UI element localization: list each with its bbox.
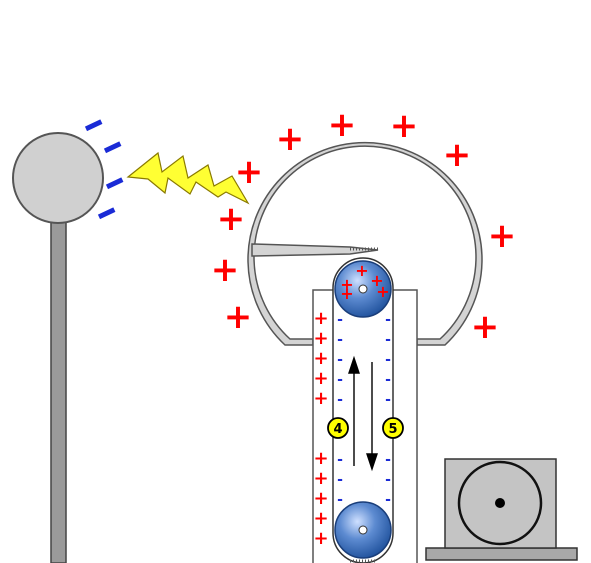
charge-symbols: +++++++++++++++++++++++++---------------… [211,105,517,549]
label-circle [327,417,349,439]
belt-negative-charge: - [385,332,391,348]
dome-positive-charge: + [488,216,517,256]
dome-positive-charge: + [390,106,419,146]
roller-axle [358,525,368,535]
negative-charge [97,207,116,220]
roller-positive-charge: + [340,284,353,303]
label-text: 4 [333,422,342,437]
negative-charge [105,177,124,190]
roller-axle [358,284,368,294]
dome-positive-charge: + [471,307,500,347]
belt-positive-charge: + [313,468,328,489]
belt-positive-charge: + [313,528,328,549]
roller-positive-charge: + [340,275,353,294]
motor-base [425,547,578,561]
belt-positive-charge: + [313,328,328,349]
belt-negative-charge: - [337,332,343,348]
belt-negative-charge: - [385,452,391,468]
roller-label-4: 4 [327,417,349,439]
top-roller [334,260,392,318]
belt-negative-charge: - [337,352,343,368]
belt-negative-charge: - [337,392,343,408]
belt-positive-charge: + [313,508,328,529]
belt-negative-charge: - [337,492,343,508]
roller-label-5: 5 [382,417,404,439]
negative-charge [84,119,103,132]
up-arrow-head [348,355,360,374]
belt-negative-charge: - [337,312,343,328]
sphere-negative-charges [84,119,124,220]
belt [332,257,394,563]
belt-negative-charge: - [337,452,343,468]
dome-positive-charge: + [328,105,357,145]
dome-positive-charge: + [217,199,246,239]
belt-negative-charge: - [385,312,391,328]
belt-negative-charge: - [385,492,391,508]
dome-positive-charge: + [443,135,472,175]
motor-shaft [495,498,505,508]
belt-negative-charge: - [337,472,343,488]
belt-positive-charge: + [313,308,328,329]
motor-icon [425,458,578,561]
label-text: 5 [388,422,397,437]
collector-comb [251,243,379,257]
belt-negative-charge: - [337,372,343,388]
roller-positive-charge: + [376,282,389,301]
discharge-sphere-icon [12,132,104,224]
belt-negative-charge: - [385,392,391,408]
belt-negative-charge: - [385,372,391,388]
belt-direction-arrows [348,355,378,472]
sphere-stand-pole [50,221,67,563]
dome-positive-charge: + [211,250,240,290]
negative-charge [103,141,122,154]
belt-positive-charge: + [313,368,328,389]
lightning-bolt-icon [126,151,250,205]
roller-positive-charge: + [355,261,368,280]
dome-positive-charge: + [224,297,253,337]
discharge-sphere [12,132,104,563]
belt-positive-charge: + [313,388,328,409]
belt-positive-charge: + [313,348,328,369]
belt-positive-charge: + [313,448,328,469]
down-arrow-head [366,453,378,472]
roller-positive-charge: + [370,271,383,290]
dome-positive-charge: + [276,119,305,159]
label-circle [382,417,404,439]
belt-negative-charge: - [385,472,391,488]
belt-positive-charge: + [313,488,328,509]
belt-negative-charge: - [385,352,391,368]
dome-positive-charge: + [235,152,264,192]
bottom-roller [334,501,392,563]
